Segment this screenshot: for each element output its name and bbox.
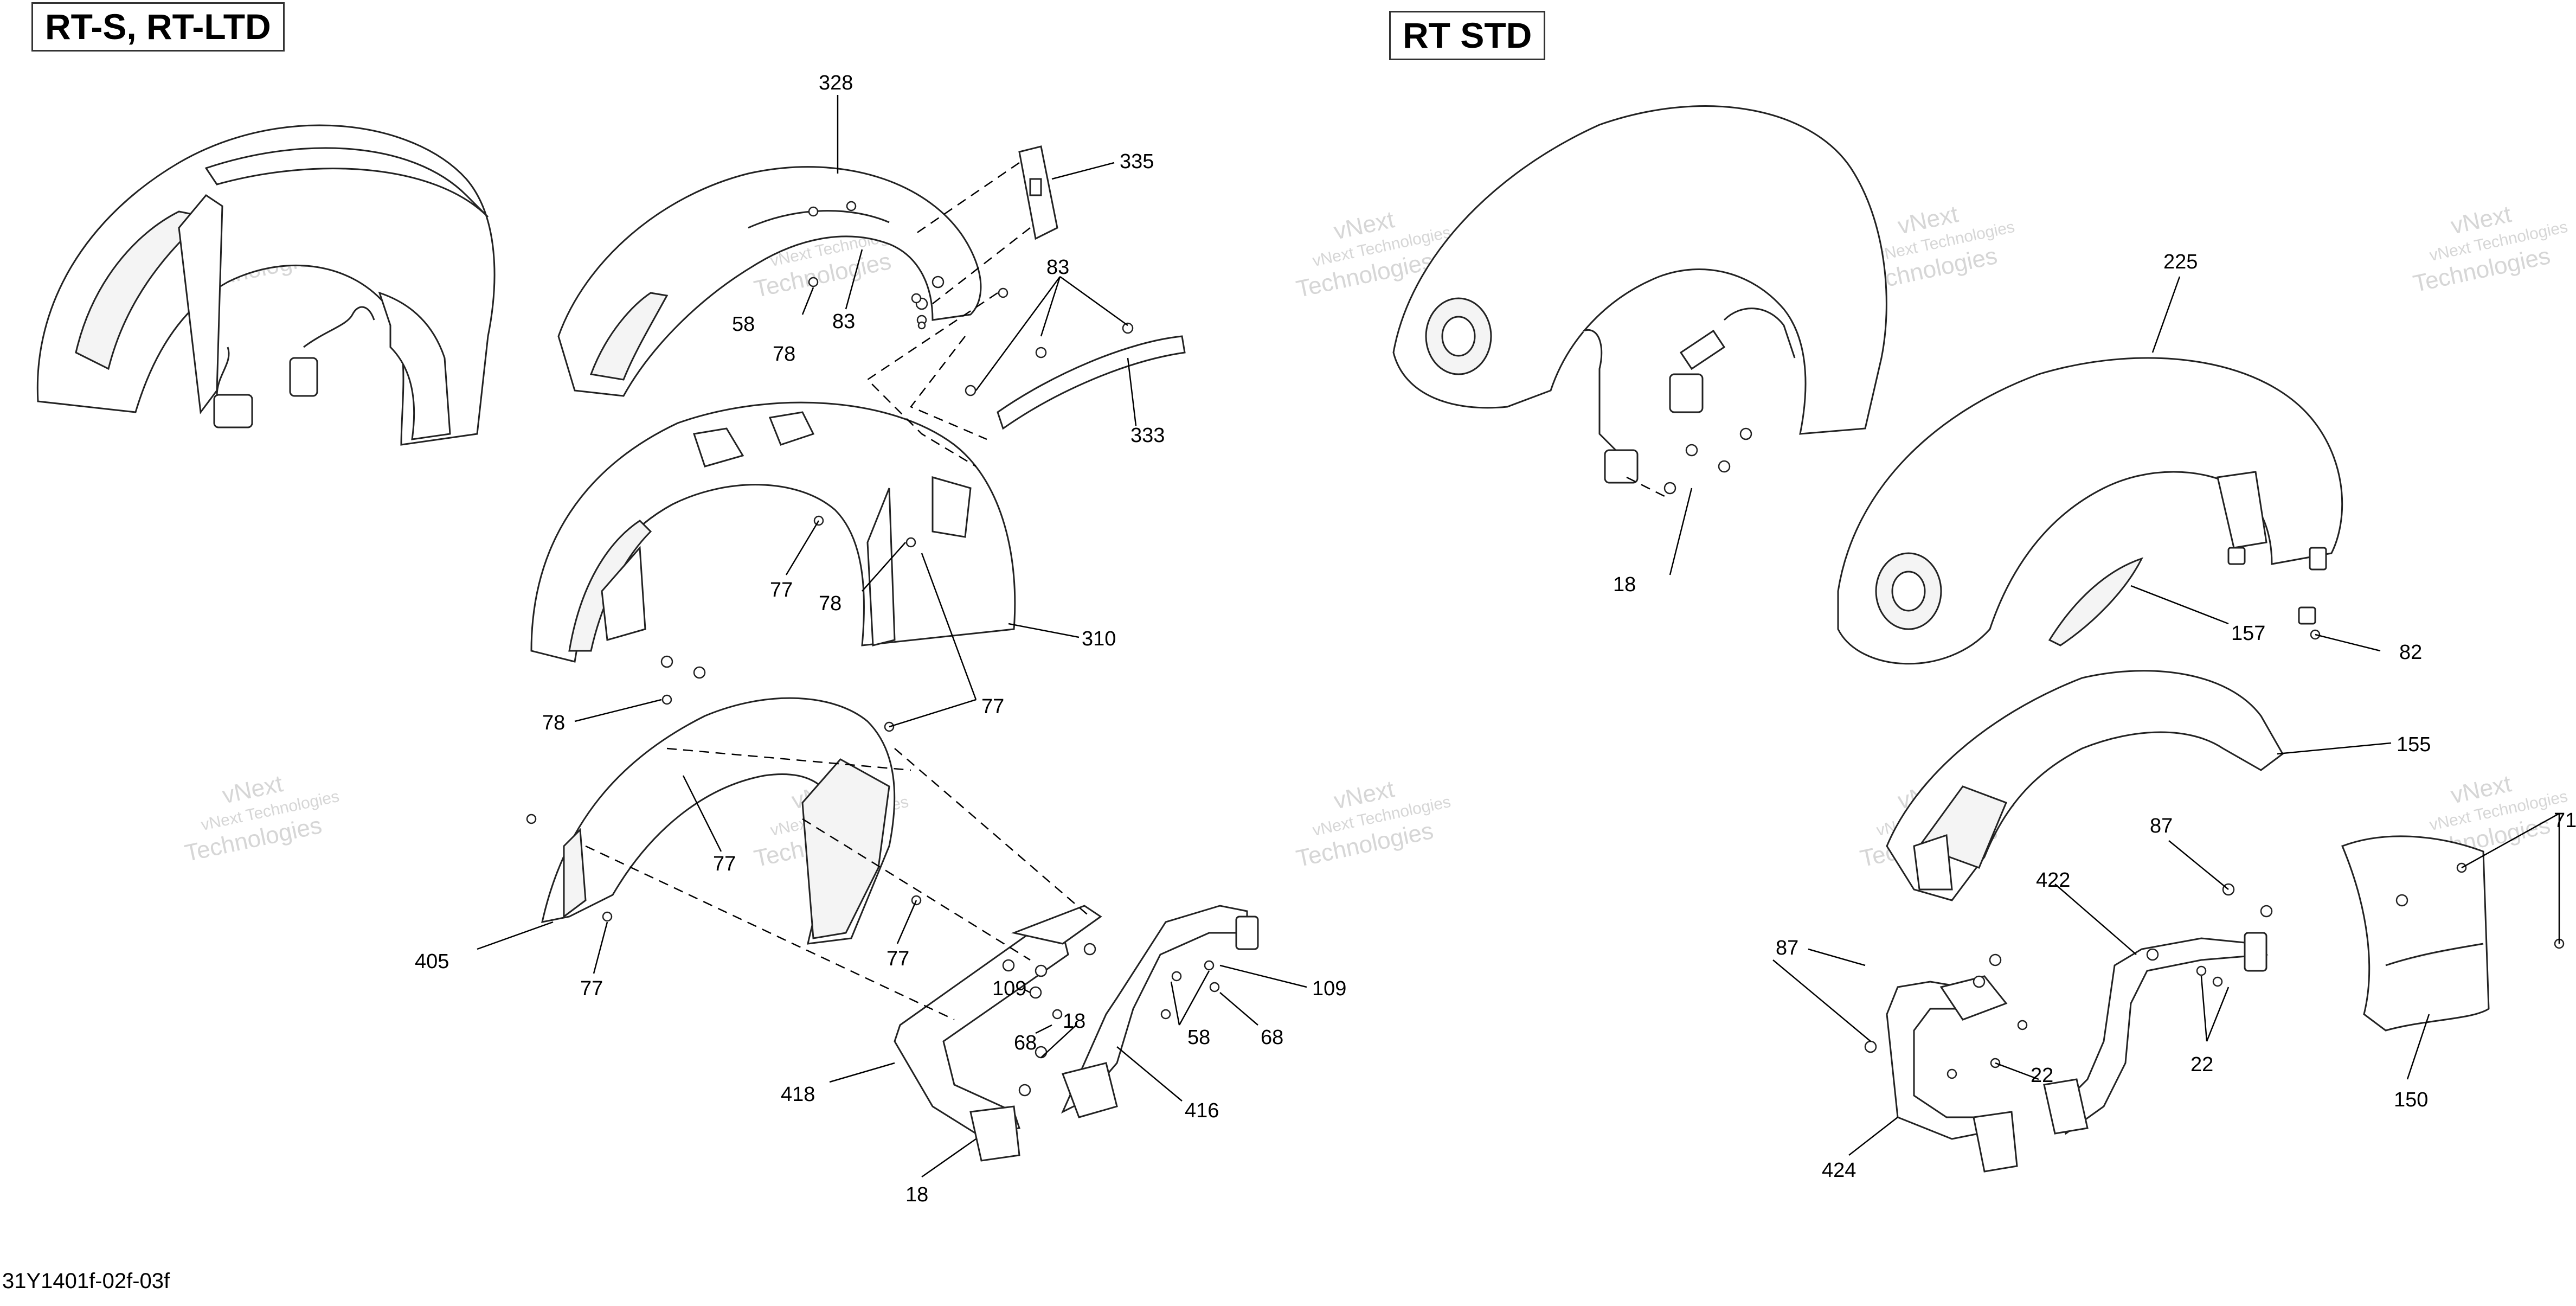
callout-77: 77 bbox=[981, 695, 1004, 718]
callout-418: 418 bbox=[781, 1083, 815, 1106]
callout-157: 157 bbox=[2231, 622, 2265, 645]
callout-78: 78 bbox=[542, 712, 565, 734]
bracket-424-illustration bbox=[1886, 975, 2018, 1173]
callout-150: 150 bbox=[2394, 1089, 2428, 1111]
callout-405: 405 bbox=[415, 950, 449, 973]
callout-87: 87 bbox=[1776, 937, 1798, 959]
part-225-outer-fender-illustration bbox=[1837, 357, 2343, 665]
bracket-418-illustration bbox=[894, 905, 1102, 1162]
callout-310: 310 bbox=[1082, 628, 1116, 650]
part-155-fender-bracket-illustration bbox=[1886, 670, 2284, 901]
drawing-code: 31Y1401f-02f-03f bbox=[2, 1269, 170, 1293]
callout-58: 58 bbox=[1187, 1026, 1210, 1049]
callout-422: 422 bbox=[2036, 869, 2070, 892]
part-335-pad-illustration bbox=[1018, 145, 1058, 240]
assembly-lines-left bbox=[585, 162, 1090, 1021]
bracket-416-illustration bbox=[1061, 905, 1259, 1118]
callout-18: 18 bbox=[1613, 573, 1636, 596]
part-328-upper-cover-illustration bbox=[557, 166, 982, 397]
watermark: vNext vNext Technologies Technologies bbox=[1294, 776, 1452, 872]
callout-77: 77 bbox=[713, 853, 736, 875]
section-title-rtstd: RT STD bbox=[1389, 11, 1546, 60]
callout-333: 333 bbox=[1130, 424, 1165, 447]
callout-424: 424 bbox=[1822, 1159, 1856, 1182]
callout-328: 328 bbox=[819, 72, 853, 94]
part-150-side-panel-illustration bbox=[2341, 835, 2565, 1032]
callout-82: 82 bbox=[2399, 641, 2422, 664]
hardware-left-illustration bbox=[526, 277, 1220, 1097]
callout-77: 77 bbox=[580, 977, 603, 1000]
callout-87: 87 bbox=[2150, 815, 2173, 837]
watermark: vNext vNext Technologies Technologies bbox=[182, 770, 341, 867]
assembled-fender-rtstd-illustration bbox=[1392, 105, 1887, 500]
callout-335: 335 bbox=[1120, 150, 1154, 173]
callout-18: 18 bbox=[1063, 1010, 1085, 1033]
callout-83: 83 bbox=[832, 310, 855, 333]
callout-155: 155 bbox=[2397, 733, 2431, 756]
part-333-strip-illustration bbox=[965, 322, 1186, 430]
callout-68: 68 bbox=[1261, 1026, 1283, 1049]
callout-109: 109 bbox=[992, 977, 1026, 1000]
bracket-422-illustration bbox=[2043, 932, 2269, 1135]
callout-labels: 328 335 83 83 58 78 333 77 78 310 78 77 … bbox=[415, 72, 2576, 1206]
callout-18: 18 bbox=[905, 1183, 928, 1206]
section-title-rts-rtltd: RT-S, RT-LTD bbox=[31, 2, 285, 52]
watermark: vNext vNext Technologies Technologies bbox=[2411, 201, 2569, 297]
assembled-fender-rts-illustration bbox=[36, 124, 496, 446]
callout-109: 109 bbox=[1312, 977, 1346, 1000]
callout-78: 78 bbox=[819, 592, 841, 615]
callout-78: 78 bbox=[773, 343, 795, 366]
callout-58: 58 bbox=[732, 313, 755, 336]
watermark-group: vNext vNext Technologies Technologies vN… bbox=[182, 201, 2569, 872]
leader-lines bbox=[477, 95, 2560, 1178]
callout-71: 71 bbox=[2554, 809, 2576, 832]
callout-77: 77 bbox=[770, 579, 793, 601]
callout-83: 83 bbox=[1046, 256, 1069, 279]
callout-68: 68 bbox=[1014, 1032, 1037, 1054]
callout-416: 416 bbox=[1185, 1099, 1219, 1122]
part-310-main-fender-illustration bbox=[530, 401, 1016, 663]
callout-22: 22 bbox=[2190, 1053, 2213, 1076]
callout-22: 22 bbox=[2031, 1064, 2053, 1087]
callout-225: 225 bbox=[2163, 251, 2198, 273]
callout-77: 77 bbox=[886, 948, 909, 970]
part-405-inner-liner-illustration bbox=[541, 697, 896, 945]
